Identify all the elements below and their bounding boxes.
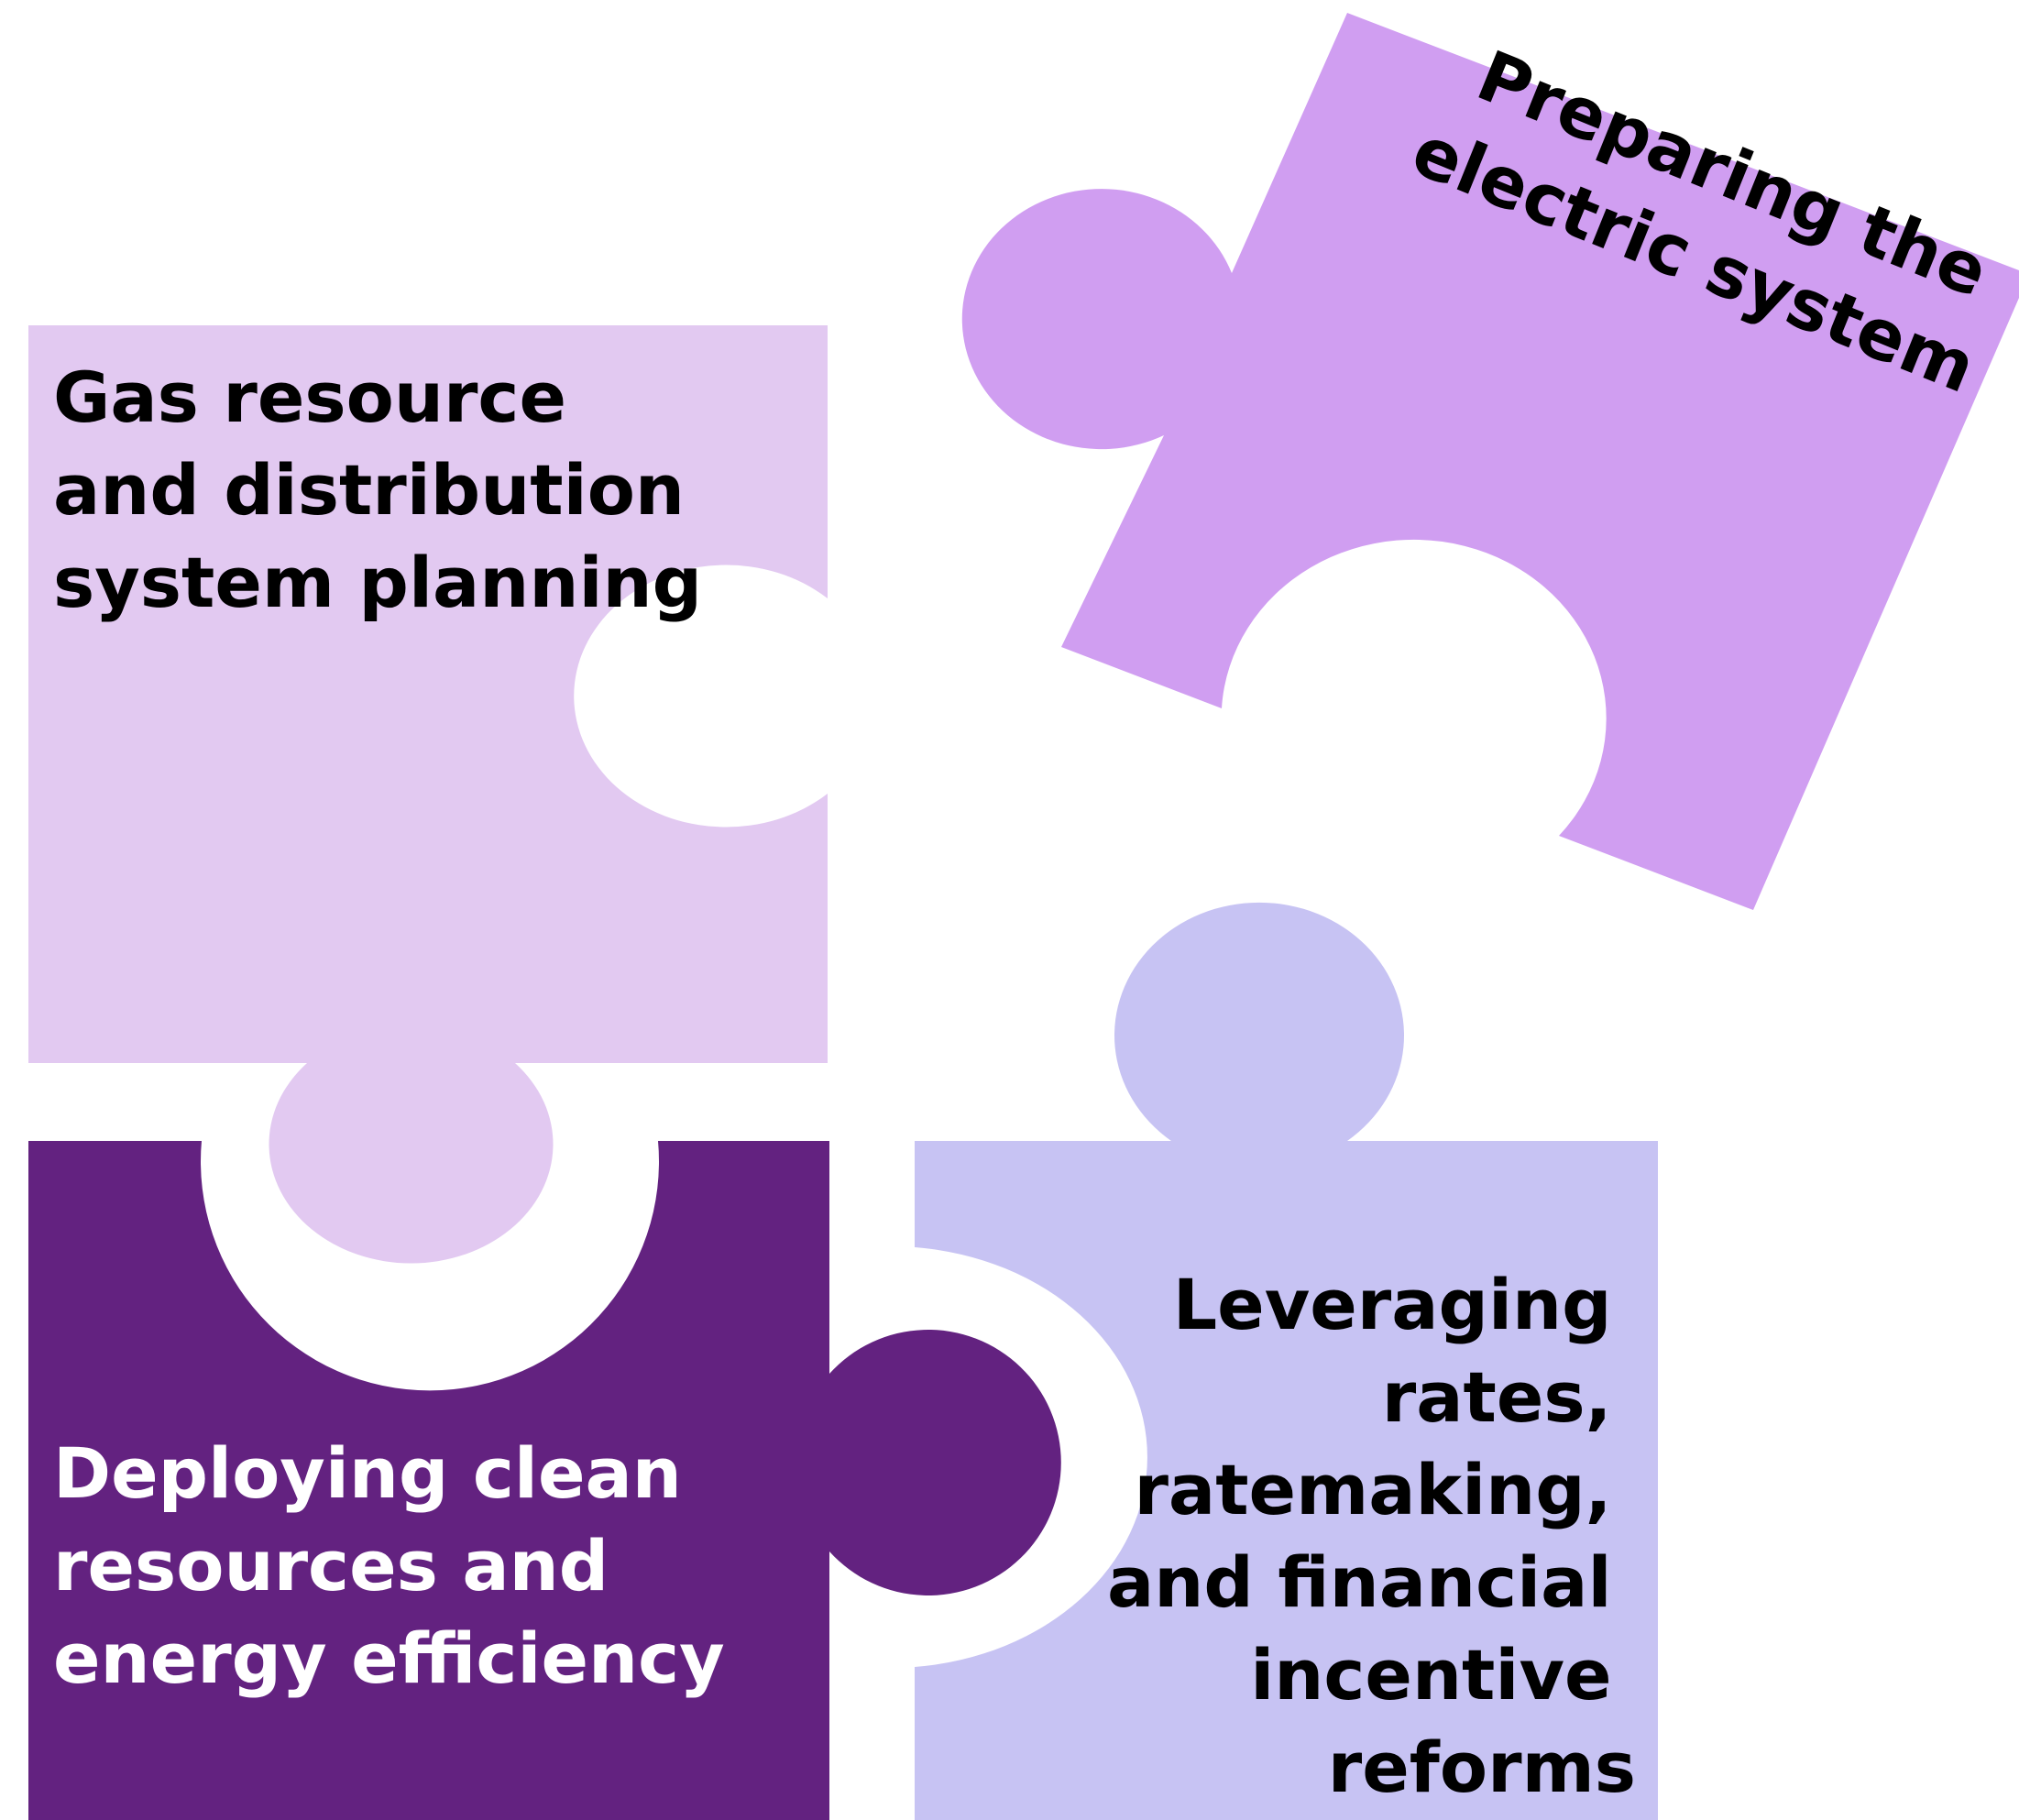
rates-label-line: reforms [1328, 1727, 1636, 1808]
puzzle-piece-electric-shape [961, 13, 2019, 910]
puzzle-piece-rates-label: Leveraging rates, ratemaking, and financ… [1107, 1264, 1636, 1808]
gas-label-line: Gas resource [53, 356, 566, 438]
puzzle-piece-gas-label: Gas resource and distribution system pla… [53, 356, 708, 623]
rates-label-line: Leveraging [1173, 1264, 1612, 1345]
clean-label-line: resources and [53, 1525, 609, 1606]
puzzle-piece-clean: Deploying clean resources and energy eff… [28, 1141, 1061, 1820]
gas-label-line: and distribution [53, 449, 685, 531]
puzzle-piece-gas: Gas resource and distribution system pla… [28, 325, 828, 1264]
puzzle-piece-gas-shape [28, 325, 828, 1264]
rates-label-line: incentive [1250, 1634, 1611, 1716]
puzzle-piece-rates: Leveraging rates, ratemaking, and financ… [915, 902, 1658, 1820]
rates-label-line: rates, [1382, 1356, 1612, 1438]
puzzle-piece-clean-shape [28, 1141, 1061, 1820]
rates-label-line: and financial [1107, 1541, 1612, 1623]
puzzle-piece-electric: Preparing the electric system [961, 13, 2019, 910]
puzzle-piece-clean-label: Deploying clean resources and energy eff… [53, 1432, 725, 1699]
clean-label-line: Deploying clean [53, 1432, 682, 1514]
rates-label-line: ratemaking, [1134, 1449, 1611, 1530]
gas-label-line: system planning [53, 542, 702, 623]
puzzle-piece-rates-shape [915, 902, 1658, 1820]
clean-label-line: energy efficiency [53, 1617, 725, 1699]
